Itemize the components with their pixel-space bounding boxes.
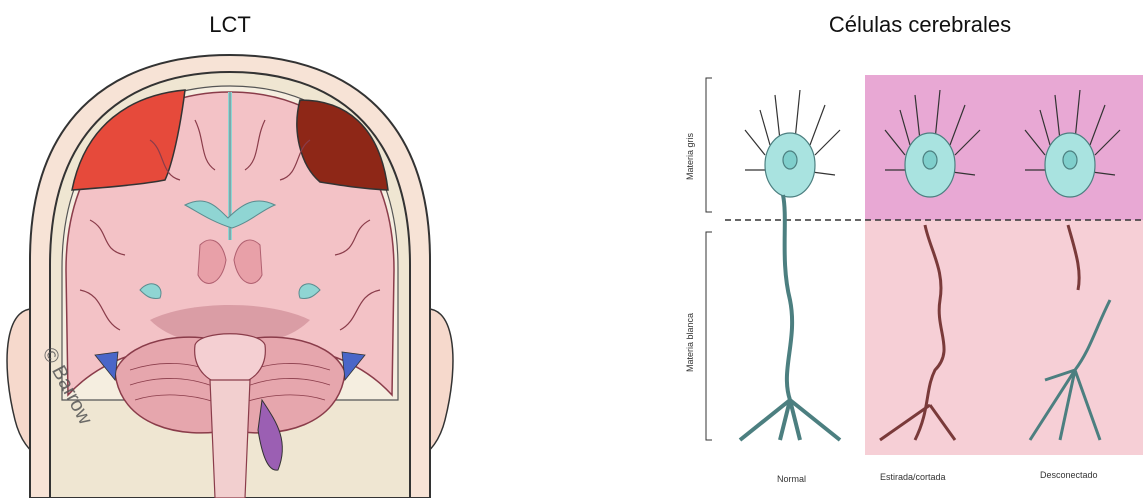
gray-matter-bg bbox=[865, 75, 1143, 220]
column-label-stretched: Estirada/cortada bbox=[880, 472, 946, 482]
white-matter-bracket bbox=[706, 232, 712, 440]
head-illustration: © Barrow bbox=[7, 55, 453, 498]
white-matter-label: Materia blanca bbox=[685, 313, 695, 372]
column-label-disconnected: Desconectado bbox=[1040, 470, 1098, 480]
neuron-normal bbox=[740, 90, 840, 440]
column-label-normal: Normal bbox=[777, 474, 806, 484]
neuron-diagram: Materia gris Materia blanca bbox=[685, 75, 1143, 455]
gray-matter-bracket bbox=[706, 78, 712, 212]
spinal-cord bbox=[210, 380, 250, 498]
gray-matter-label: Materia gris bbox=[685, 132, 695, 180]
